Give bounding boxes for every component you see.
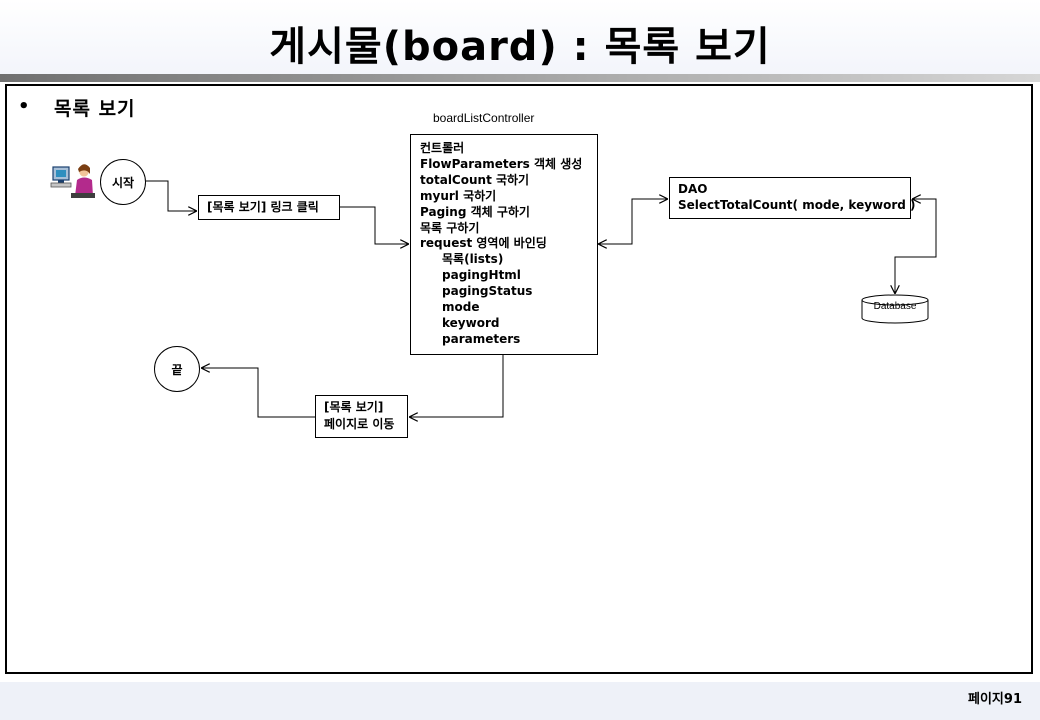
binding-item: pagingStatus — [442, 284, 533, 299]
content-frame — [5, 84, 1033, 674]
connector-link-to-controller — [340, 206, 408, 244]
controller-box: 컨트롤러 FlowParameters 객체 생성 totalCount 국하기… — [410, 134, 598, 355]
move-box-line: [목록 보기] — [324, 400, 384, 414]
move-to-list-page-box: [목록 보기] 페이지로 이동 — [315, 395, 408, 438]
controller-name: boardListController — [433, 111, 535, 125]
end-label: 끝 — [171, 362, 183, 377]
title-divider — [0, 74, 1040, 82]
controller-line: FlowParameters 객체 생성 — [420, 156, 583, 171]
connector-move-to-end — [202, 368, 315, 418]
controller-line: Paging 객체 구하기 — [420, 204, 530, 219]
database-label: Database — [873, 301, 917, 312]
connector-controller-to-move — [410, 355, 504, 417]
controller-line: 컨트롤러 — [420, 141, 465, 155]
page-number: 페이지91 — [968, 692, 1022, 707]
title-band — [0, 0, 1040, 74]
user-computer-icon — [50, 164, 95, 198]
start-node: 시작 — [100, 159, 146, 205]
dao-method: SelectTotalCount( mode, keyword ) — [678, 197, 916, 212]
page-title: 게시물(board) : 목록 보기 — [269, 24, 771, 70]
move-box-line: 페이지로 이동 — [324, 417, 395, 431]
footer-band — [0, 682, 1040, 720]
binding-item: keyword — [442, 315, 500, 330]
section-title: 목록 보기 — [54, 98, 136, 120]
database-icon — [861, 294, 929, 324]
binding-item: parameters — [442, 331, 521, 346]
controller-line: totalCount 국하기 — [420, 172, 530, 187]
connector-start-to-link — [146, 180, 196, 211]
dao-title: DAO — [678, 182, 708, 196]
dao-box: DAO SelectTotalCount( mode, keyword ) — [669, 177, 916, 219]
binding-item: mode — [442, 300, 480, 315]
binding-item: pagingHtml — [442, 268, 521, 283]
controller-line: myurl 국하기 — [420, 188, 497, 203]
controller-line: request 영역에 바인딩 — [420, 236, 547, 251]
list-link-click-box: [목록 보기] 링크 클릭 — [198, 195, 340, 220]
bullet-icon: • — [18, 96, 30, 117]
connector-dao-database — [895, 199, 937, 293]
connector-controller-dao — [599, 199, 667, 244]
end-node: 끝 — [154, 346, 200, 392]
link-box-label: [목록 보기] 링크 클릭 — [207, 200, 319, 214]
controller-line: 목록 구하기 — [420, 220, 480, 235]
binding-item: 목록(lists) — [442, 252, 504, 267]
start-label: 시작 — [111, 175, 135, 190]
